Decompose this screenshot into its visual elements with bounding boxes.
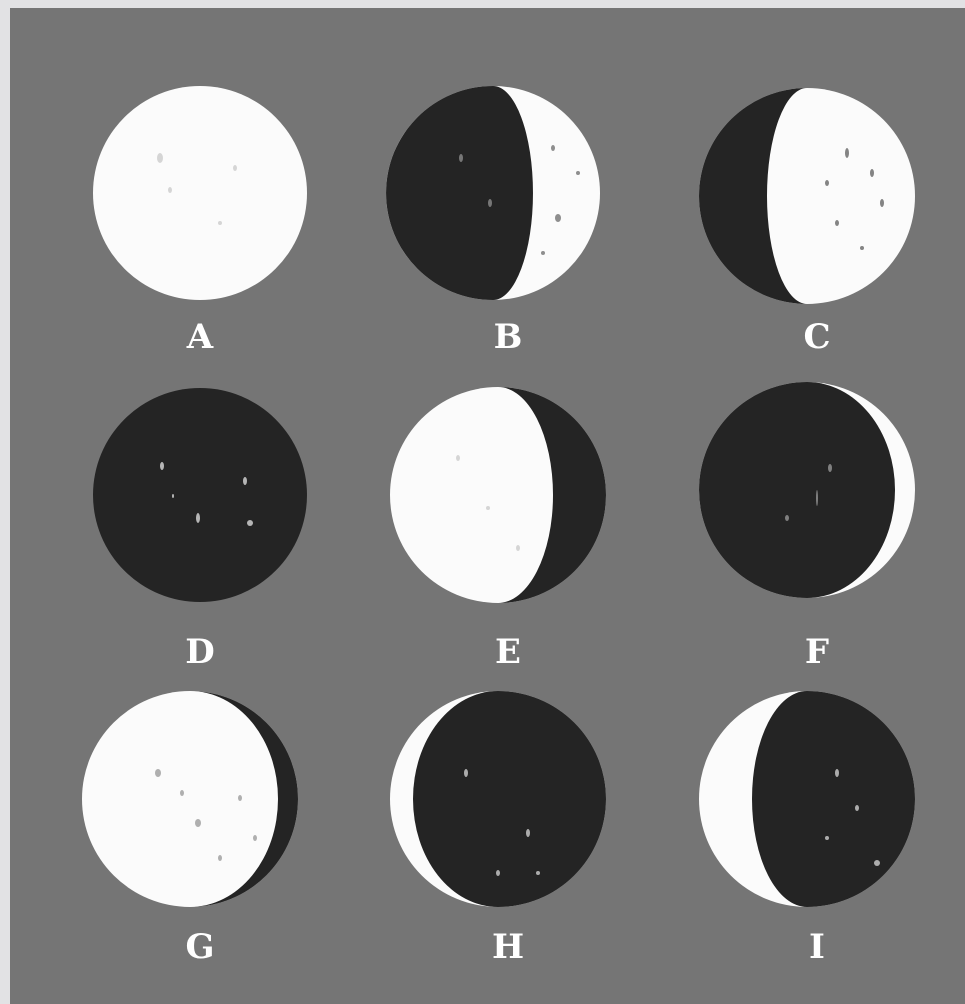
moon-c-icon xyxy=(687,23,947,253)
moon-g-icon xyxy=(70,633,330,863)
phase-label: H xyxy=(378,930,638,964)
moon-phases-panel: A B C xyxy=(10,8,965,1004)
phase-label: G xyxy=(70,930,330,964)
moon-h-icon xyxy=(378,633,638,863)
moon-phase-e: E xyxy=(378,338,638,638)
moon-a-icon xyxy=(70,23,330,253)
moon-phase-d: D xyxy=(70,338,330,638)
moon-phase-f: F xyxy=(687,338,947,638)
moon-phase-h: H xyxy=(378,633,638,933)
moon-b-icon xyxy=(378,23,638,253)
moon-d-icon xyxy=(70,338,330,568)
moon-phase-c: C xyxy=(687,23,947,323)
phase-label: I xyxy=(687,930,947,964)
moon-phase-a: A xyxy=(70,23,330,323)
moon-phase-i: I xyxy=(687,633,947,933)
moon-e-icon xyxy=(378,338,638,568)
moon-f-icon xyxy=(687,338,947,568)
moon-i-icon xyxy=(687,633,947,863)
moon-phase-g: G xyxy=(70,633,330,933)
moon-phase-b: B xyxy=(378,23,638,323)
